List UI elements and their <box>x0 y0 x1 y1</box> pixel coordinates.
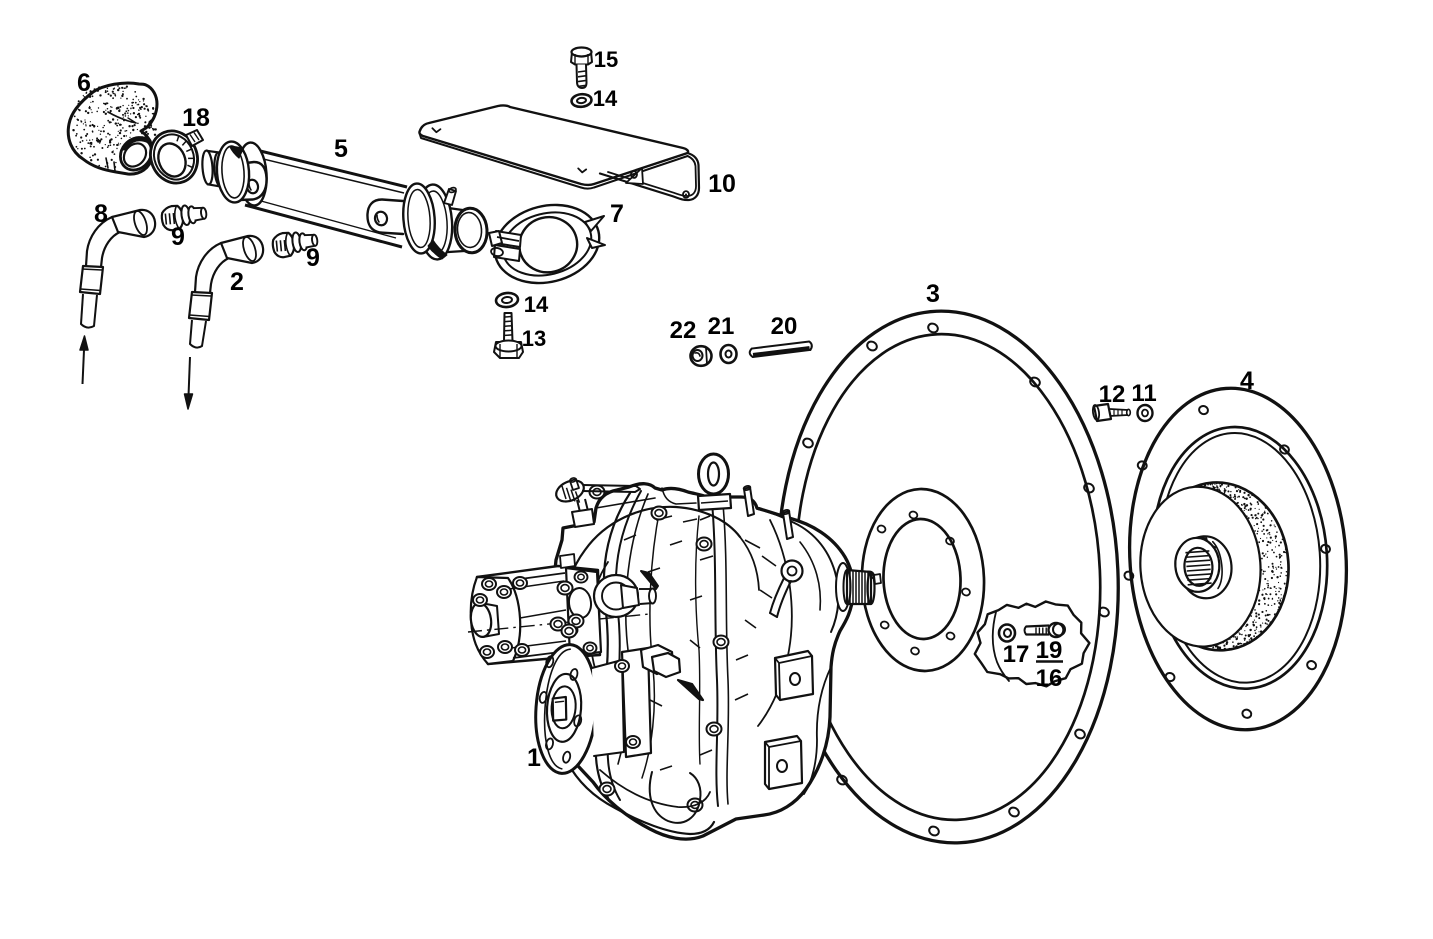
svg-text:16: 16 <box>1036 665 1063 692</box>
svg-text:1: 1 <box>527 744 541 772</box>
svg-text:11: 11 <box>1131 380 1156 407</box>
svg-text:15: 15 <box>594 47 618 72</box>
svg-text:13: 13 <box>522 326 546 351</box>
svg-text:4: 4 <box>1240 367 1254 395</box>
svg-text:8: 8 <box>94 200 108 228</box>
svg-text:9: 9 <box>306 244 320 272</box>
svg-text:10: 10 <box>708 170 736 198</box>
svg-text:2: 2 <box>230 268 244 296</box>
svg-text:9: 9 <box>171 223 185 251</box>
svg-text:6: 6 <box>77 69 91 97</box>
svg-text:18: 18 <box>182 104 210 132</box>
svg-text:14: 14 <box>524 292 549 317</box>
svg-text:3: 3 <box>926 280 940 308</box>
svg-text:12: 12 <box>1099 381 1126 408</box>
svg-text:19: 19 <box>1036 637 1063 664</box>
svg-text:5: 5 <box>334 135 348 163</box>
svg-text:17: 17 <box>1003 641 1030 668</box>
svg-text:20: 20 <box>771 313 798 340</box>
svg-text:14: 14 <box>593 86 618 111</box>
svg-text:7: 7 <box>610 200 624 228</box>
svg-text:21: 21 <box>708 313 735 340</box>
svg-text:22: 22 <box>670 317 697 344</box>
